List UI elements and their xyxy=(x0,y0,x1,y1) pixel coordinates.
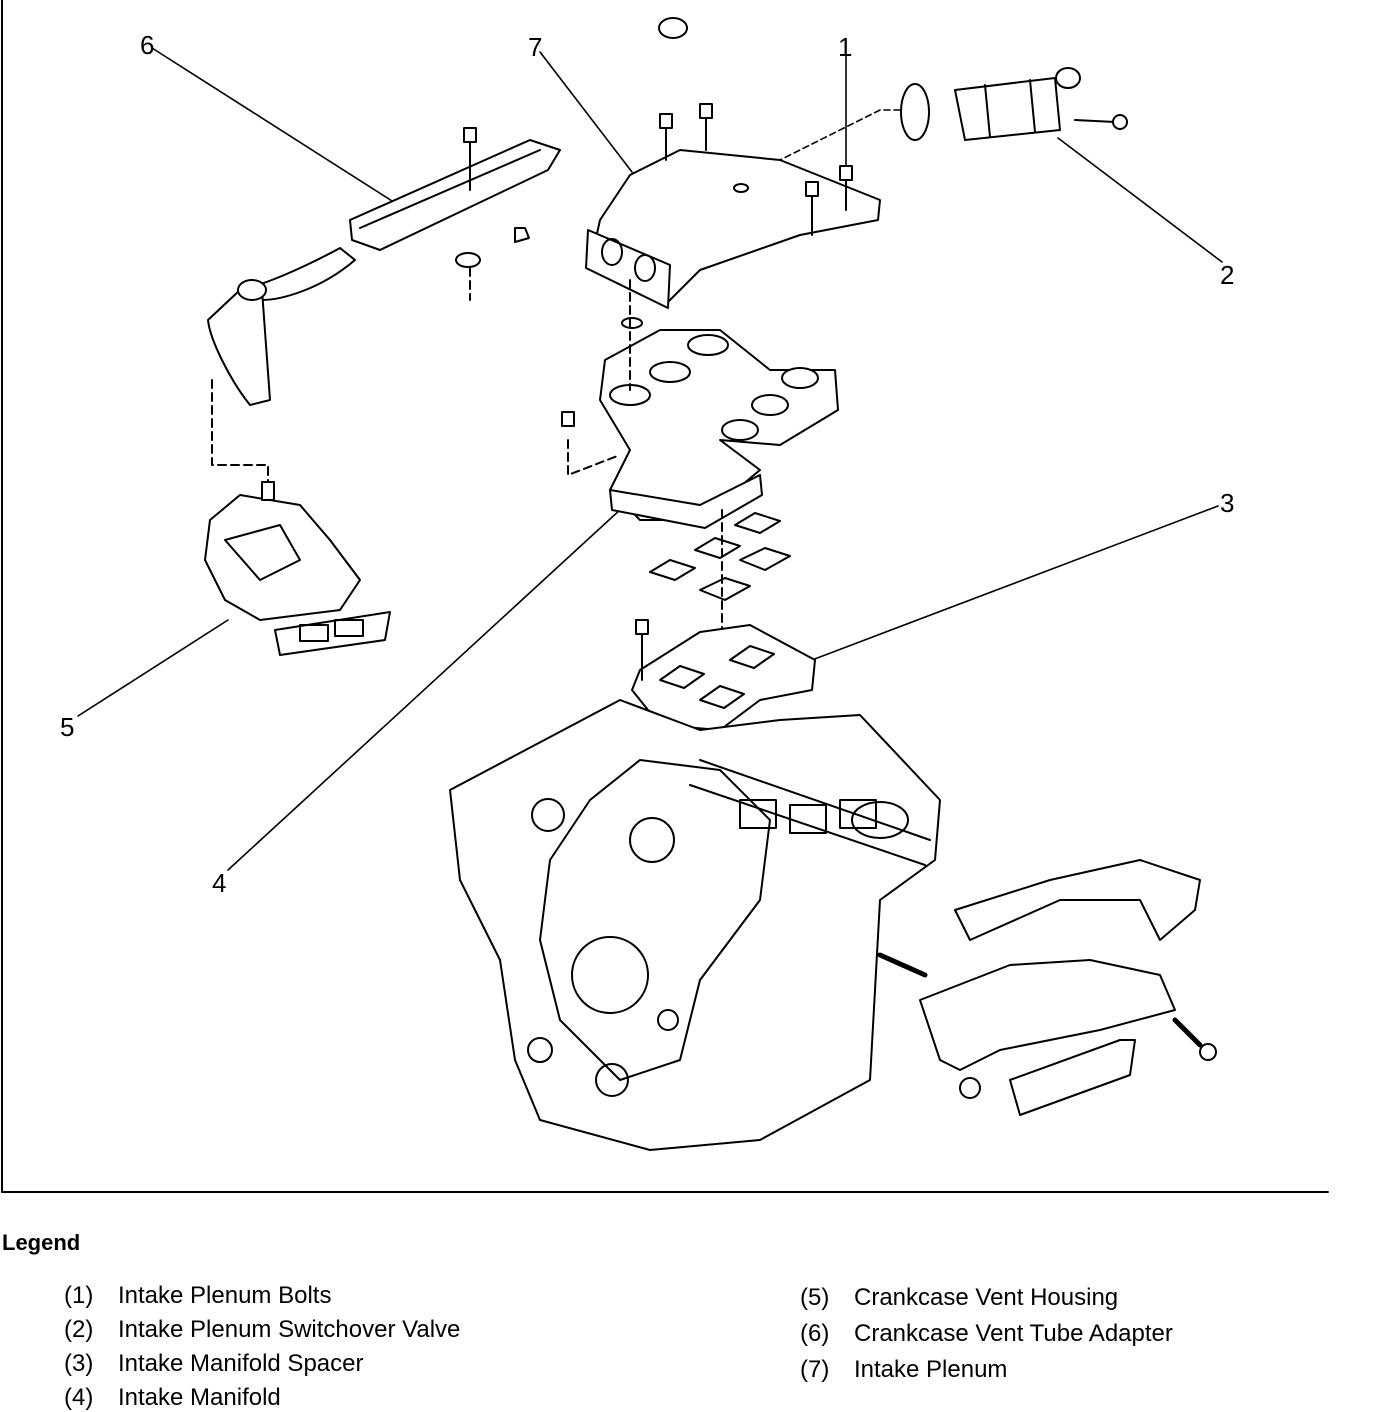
switchover-valve-drawing xyxy=(900,67,1128,141)
gasket-set-drawing xyxy=(649,509,791,641)
legend-item: (2) Intake Plenum Switchover Valve xyxy=(64,1316,460,1344)
legend-item: (3) Intake Manifold Spacer xyxy=(64,1350,363,1378)
callout-7: 7 xyxy=(528,32,543,62)
legend-item-number: (5) xyxy=(800,1284,830,1311)
leader-line-plenum-valve xyxy=(779,109,901,161)
legend-item: (7) Intake Plenum xyxy=(800,1356,1007,1384)
exploded-diagram: 6 7 1 2 3 4 5 xyxy=(1,0,1329,1193)
legend-item-text: Crankcase Vent Housing xyxy=(854,1284,1119,1311)
legend-item-number: (3) xyxy=(64,1350,94,1377)
legend-item-number: (6) xyxy=(800,1320,830,1347)
legend-item-text: Intake Manifold xyxy=(118,1384,281,1411)
legend-item-text: Intake Plenum xyxy=(854,1356,1008,1383)
leader-line-2 xyxy=(1057,137,1223,263)
legend-item-number: (7) xyxy=(800,1356,830,1383)
callout-2: 2 xyxy=(1220,260,1235,290)
intake-manifold-spacer-drawing xyxy=(631,619,816,731)
callout-3: 3 xyxy=(1220,488,1235,518)
legend-item: (4) Intake Manifold xyxy=(64,1384,281,1412)
callout-5: 5 xyxy=(60,712,75,742)
leader-line-6 xyxy=(151,47,401,207)
legend-item-number: (1) xyxy=(64,1282,94,1309)
crankcase-vent-tube-adapter-drawing xyxy=(207,127,561,406)
callout-6: 6 xyxy=(140,30,155,60)
callout-1: 1 xyxy=(838,32,853,62)
leader-line-5 xyxy=(77,619,229,717)
legend-item: (6) Crankcase Vent Tube Adapter xyxy=(800,1320,1173,1348)
crankcase-vent-housing-drawing xyxy=(204,379,391,656)
legend-item-text: Intake Manifold Spacer xyxy=(118,1350,364,1377)
exhaust-manifold-drawing xyxy=(877,859,1217,1116)
intake-plenum-drawing xyxy=(585,17,881,309)
callout-4: 4 xyxy=(212,868,227,898)
legend-item: (1) Intake Plenum Bolts xyxy=(64,1282,331,1310)
legend-item-text: Crankcase Vent Tube Adapter xyxy=(854,1320,1173,1347)
legend-item-text: Intake Plenum Switchover Valve xyxy=(118,1316,461,1343)
engine-block-drawing xyxy=(449,699,941,1151)
leader-line-3 xyxy=(811,505,1219,661)
legend-title: Legend xyxy=(2,1230,81,1255)
legend-item-number: (2) xyxy=(64,1316,94,1343)
legend-item-number: (4) xyxy=(64,1384,94,1411)
legend-item: (5) Crankcase Vent Housing xyxy=(800,1284,1118,1312)
intake-manifold-drawing xyxy=(561,279,839,529)
diagram-artwork xyxy=(1,0,1329,1193)
leader-line-7 xyxy=(539,51,633,173)
leader-lines xyxy=(77,47,1223,871)
legend-item-text: Intake Plenum Bolts xyxy=(118,1282,332,1309)
leader-line-4 xyxy=(227,507,623,871)
